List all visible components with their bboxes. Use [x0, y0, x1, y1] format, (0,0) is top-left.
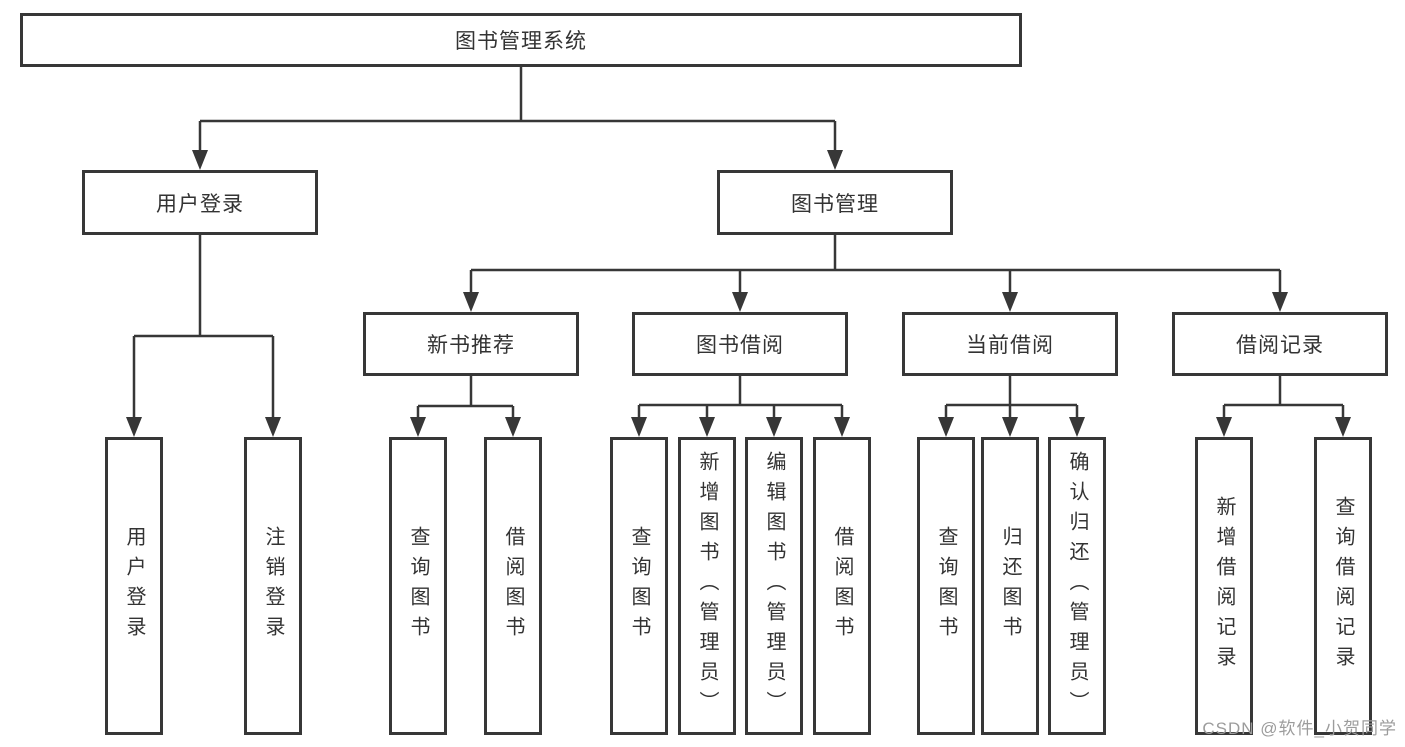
- arrowhead: [463, 292, 479, 312]
- leaf-user-login: 用户登录: [105, 437, 163, 735]
- node-book-management: 图书管理: [717, 170, 953, 235]
- arrowheads: [126, 150, 1351, 437]
- leaf-borrow-query-books-label: 查询图书: [628, 526, 650, 646]
- leaf-current-query-books: 查询图书: [917, 437, 975, 735]
- arrowhead: [410, 417, 426, 437]
- leaf-borrow-borrow-books-label: 借阅图书: [831, 526, 853, 646]
- node-root: 图书管理系统: [20, 13, 1022, 67]
- leaf-current-return-books: 归还图书: [981, 437, 1039, 735]
- leaf-newbook-query-books-label: 查询图书: [407, 526, 429, 646]
- arrowhead: [265, 417, 281, 437]
- node-borrow-records: 借阅记录: [1172, 312, 1388, 376]
- leaf-borrow-borrow-books: 借阅图书: [813, 437, 871, 735]
- node-current-borrow-label: 当前借阅: [966, 334, 1054, 357]
- leaf-current-query-books-label: 查询图书: [935, 526, 957, 646]
- arrowhead: [126, 417, 142, 437]
- leaf-current-return-books-label: 归还图书: [999, 526, 1021, 646]
- node-user-login-label: 用户登录: [156, 192, 244, 216]
- arrowhead: [1335, 417, 1351, 437]
- node-book-management-label: 图书管理: [791, 192, 879, 216]
- arrowhead: [1002, 417, 1018, 437]
- leaf-borrow-query-books: 查询图书: [610, 437, 668, 735]
- arrowhead: [192, 150, 208, 170]
- leaf-newbook-borrow-books: 借阅图书: [484, 437, 542, 735]
- node-user-login: 用户登录: [82, 170, 318, 235]
- leaf-newbook-query-books: 查询图书: [389, 437, 447, 735]
- leaf-current-confirm-return-admin-label: 确认归还（管理员）: [1066, 451, 1088, 721]
- leaf-logout: 注销登录: [244, 437, 302, 735]
- leaf-borrow-edit-books-admin: 编辑图书（管理员）: [745, 437, 803, 735]
- arrowhead: [827, 150, 843, 170]
- leaf-newbook-borrow-books-label: 借阅图书: [502, 526, 524, 646]
- node-book-borrow: 图书借阅: [632, 312, 848, 376]
- leaf-records-query-record: 查询借阅记录: [1314, 437, 1372, 735]
- arrowhead: [699, 417, 715, 437]
- leaf-borrow-edit-books-admin-label: 编辑图书（管理员）: [763, 451, 785, 721]
- arrowhead: [631, 417, 647, 437]
- node-new-book-recommend: 新书推荐: [363, 312, 579, 376]
- leaf-records-query-record-label: 查询借阅记录: [1332, 496, 1354, 676]
- arrowhead: [938, 417, 954, 437]
- node-current-borrow: 当前借阅: [902, 312, 1118, 376]
- arrowhead: [505, 417, 521, 437]
- arrowhead: [1216, 417, 1232, 437]
- node-new-book-recommend-label: 新书推荐: [427, 334, 515, 357]
- arrowhead: [732, 292, 748, 312]
- leaf-borrow-add-books-admin: 新增图书（管理员）: [678, 437, 736, 735]
- arrowhead: [1272, 292, 1288, 312]
- leaf-current-confirm-return-admin: 确认归还（管理员）: [1048, 437, 1106, 735]
- arrowhead: [766, 417, 782, 437]
- leaf-records-add-record: 新增借阅记录: [1195, 437, 1253, 735]
- csdn-watermark: CSDN @软件_小贺同学: [1202, 719, 1397, 738]
- arrowhead: [1069, 417, 1085, 437]
- node-borrow-records-label: 借阅记录: [1236, 334, 1324, 357]
- leaf-borrow-add-books-admin-label: 新增图书（管理员）: [696, 451, 718, 721]
- arrowhead: [1002, 292, 1018, 312]
- leaf-records-add-record-label: 新增借阅记录: [1213, 496, 1235, 676]
- leaf-logout-label: 注销登录: [262, 526, 284, 646]
- node-book-borrow-label: 图书借阅: [696, 334, 784, 357]
- leaf-user-login-label: 用户登录: [123, 526, 145, 646]
- arrowhead: [834, 417, 850, 437]
- node-root-label: 图书管理系统: [455, 30, 587, 53]
